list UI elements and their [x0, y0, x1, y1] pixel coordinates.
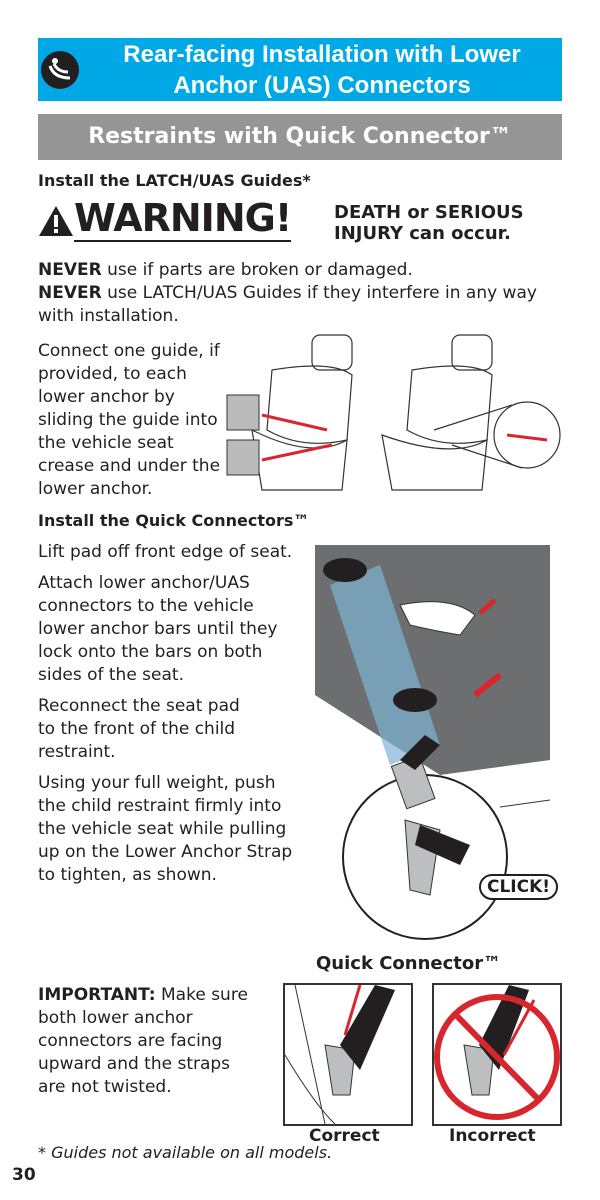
rear-facing-seat-icon: [41, 51, 79, 89]
correct-connector-image: [283, 983, 413, 1126]
warning-line-2: INJURY can occur.: [334, 223, 511, 244]
title-line-1: Rear-facing Installation with Lower: [123, 41, 521, 68]
correct-label: Correct: [309, 1126, 380, 1146]
page-number: 30: [12, 1165, 36, 1185]
important-label: IMPORTANT:: [38, 985, 156, 1005]
never-warnings: NEVER use if parts are broken or damaged…: [38, 259, 538, 328]
prohibited-icon: [434, 994, 560, 1120]
incorrect-connector-image: [432, 983, 562, 1126]
step-text: Lift pad off front edge of seat.: [38, 542, 293, 562]
important-note: IMPORTANT: Make sure both lower anchor c…: [38, 984, 253, 1099]
connector-steps: Lift pad off front edge of seat. Attach …: [38, 541, 300, 887]
warning-line-1: DEATH or SERIOUS: [334, 202, 524, 223]
title-line-2: Anchor (UAS) Connectors: [173, 72, 471, 99]
never-text: use if parts are broken or damaged.: [101, 260, 413, 280]
section-heading-guides: Install the LATCH/UAS Guides*: [38, 171, 311, 190]
footnote: * Guides not available on all models.: [38, 1143, 333, 1162]
never-bold: NEVER: [38, 260, 102, 280]
quick-connector-title: Quick Connector™: [316, 953, 502, 974]
section-heading-connectors: Install the Quick Connectors™: [38, 511, 310, 530]
guide-instruction: Connect one guide, if provided, to each …: [38, 341, 221, 499]
warning-triangle-icon: [39, 206, 73, 236]
step-text: Reconnect the seat pad to the front of t…: [38, 696, 240, 762]
warning-block: WARNING! DEATH or SERIOUS INJURY can occ…: [38, 196, 558, 248]
click-label: CLICK!: [479, 874, 559, 900]
warning-label: WARNING!: [74, 196, 292, 242]
incorrect-label: Incorrect: [449, 1126, 536, 1146]
never-bold: NEVER: [38, 283, 102, 303]
step-text: Attach lower anchor/UAS connectors to th…: [38, 573, 278, 685]
guide-installation-illustration: [226, 334, 561, 491]
never-text: use LATCH/UAS Guides if they interfere i…: [38, 283, 537, 326]
step-text: Using your full weight, push the child r…: [38, 773, 293, 885]
important-text: Make sure both lower anchor connectors a…: [38, 985, 248, 1097]
quick-connector-illustration: [315, 545, 551, 940]
subtitle-banner: Restraints with Quick Connector™: [38, 114, 562, 160]
